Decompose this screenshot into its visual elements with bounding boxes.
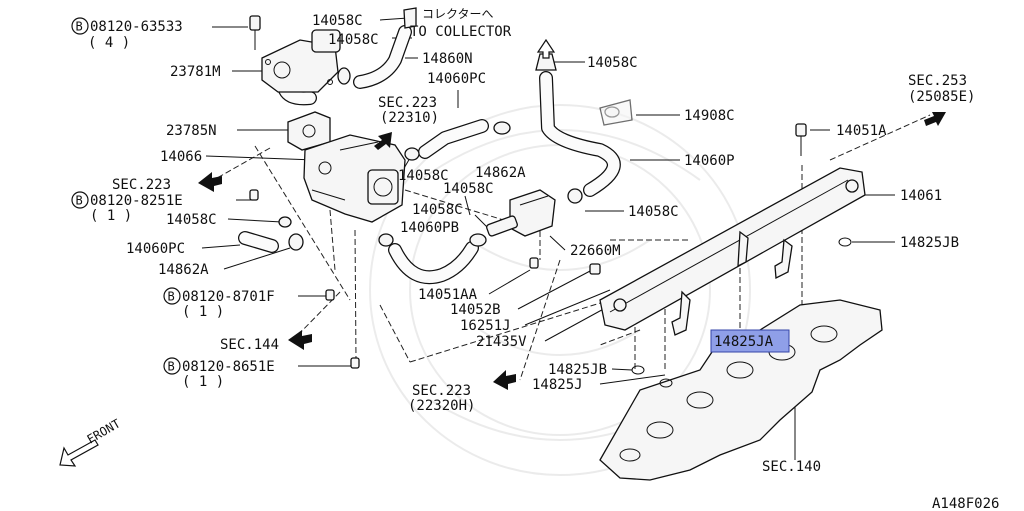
label-14060P[interactable]: 14060P [684, 153, 735, 169]
label-14860N[interactable]: 14860N [422, 51, 473, 67]
label-sec253-ref: (25085E) [908, 89, 975, 105]
arrow-sec253-icon [924, 112, 946, 126]
label-14058C-right-top[interactable]: 14058C [587, 55, 638, 71]
diagram-code: A148F026 [932, 496, 999, 511]
label-14060PC-left[interactable]: 14060PC [126, 241, 185, 257]
part-23781M-valve [261, 29, 341, 93]
label-14061[interactable]: 14061 [900, 188, 942, 204]
label-14862A-mid[interactable]: 14862A [475, 165, 526, 181]
hose-14860N [353, 25, 412, 89]
label-14066[interactable]: 14066 [160, 149, 202, 165]
label-qty: ( 1 ) [182, 304, 224, 320]
part-sec140-intake-manifold [599, 299, 883, 481]
label-sec223-bottom[interactable]: SEC.223 [412, 383, 471, 399]
arrow-sec223-left-icon [198, 172, 222, 192]
label-14825JB-bottom[interactable]: 14825JB [548, 362, 607, 378]
hose-14060PC-top [418, 119, 489, 159]
part-14061-fuel-rail [599, 167, 866, 336]
arrow-sec223-mid-icon [374, 132, 392, 150]
label-14051AA[interactable]: 14051AA [418, 287, 478, 303]
label-sec223-left[interactable]: SEC.223 [112, 177, 171, 193]
svg-text:B: B [168, 360, 175, 374]
label-08120-8701F[interactable]: 08120-8701F [182, 289, 275, 305]
label-14058C-mid2[interactable]: 14058C [443, 181, 494, 197]
label-sec223-bottom-ref: (22320H) [408, 398, 475, 414]
highlight-14825JA [710, 329, 790, 353]
b-marker-icon [163, 287, 181, 305]
label-14051A[interactable]: 14051A [836, 123, 887, 139]
svg-text:B: B [76, 20, 83, 34]
label-qty: ( 4 ) [88, 35, 130, 51]
b-marker-icon [163, 357, 181, 375]
hose-14060PC-left [238, 231, 279, 253]
hose-14060PB [388, 241, 479, 285]
label-14058C-mid1[interactable]: 14058C [398, 168, 449, 184]
label-23785N[interactable]: 23785N [166, 123, 217, 139]
clamps-and-bolts [249, 7, 852, 388]
part-labels: 08120-63533 ( 4 ) 23781M 23785N 14066 SE… [85, 7, 1000, 511]
label-08120-63533[interactable]: 08120-63533 [90, 19, 183, 35]
label-21435V[interactable]: 21435V [476, 334, 527, 350]
label-08120-8651E[interactable]: 08120-8651E [182, 359, 275, 375]
bolt-marker-icons: B B B B [71, 17, 181, 375]
label-sec144[interactable]: SEC.144 [220, 337, 279, 353]
label-14908C[interactable]: 14908C [684, 108, 735, 124]
direction-arrows [59, 38, 946, 467]
part-22660M-sensor [486, 189, 556, 237]
label-14058C-left[interactable]: 14058C [166, 212, 217, 228]
label-14060PC-top[interactable]: 14060PC [427, 71, 486, 87]
front-arrow-icon [59, 439, 99, 467]
b-marker-icon [71, 191, 89, 209]
label-14825J[interactable]: 14825J [532, 377, 583, 393]
label-qty: ( 1 ) [90, 208, 132, 224]
arrow-to-collector-icon [536, 38, 556, 59]
label-to-collector: TO COLLECTOR [410, 24, 512, 40]
label-14862A-left[interactable]: 14862A [158, 262, 209, 278]
label-14058C-top2[interactable]: 14058C [328, 32, 379, 48]
label-14825JB-right[interactable]: 14825JB [900, 235, 959, 251]
svg-text:B: B [168, 290, 175, 304]
label-sec253[interactable]: SEC.253 [908, 73, 967, 89]
label-23781M[interactable]: 23781M [170, 64, 221, 80]
label-sec223-mid[interactable]: SEC.223 [378, 95, 437, 111]
b-marker-icon [71, 17, 89, 35]
label-qty: ( 1 ) [182, 374, 224, 390]
label-to-collector-jp: コレクターへ [422, 7, 494, 21]
label-08120-8251E[interactable]: 08120-8251E [90, 193, 183, 209]
hose-14060P [539, 71, 621, 197]
part-14066-housing [303, 134, 406, 223]
label-14058C-right-mid[interactable]: 14058C [628, 204, 679, 220]
label-16251J[interactable]: 16251J [460, 318, 511, 334]
label-14052B[interactable]: 14052B [450, 302, 501, 318]
arrow-sec223-bottom-icon [493, 370, 516, 390]
label-sec140[interactable]: SEC.140 [762, 459, 821, 475]
label-front: FRONT [85, 416, 123, 446]
label-sec223-mid-ref: (22310) [380, 110, 439, 126]
label-14058C-mid3[interactable]: 14058C [412, 202, 463, 218]
label-14825JA[interactable]: 14825JA [714, 334, 774, 350]
arrow-sec144-icon [288, 330, 312, 350]
label-22660M[interactable]: 22660M [570, 243, 621, 259]
label-14058C-top1[interactable]: 14058C [312, 13, 363, 29]
label-14060PB[interactable]: 14060PB [400, 220, 459, 236]
svg-text:B: B [76, 194, 83, 208]
